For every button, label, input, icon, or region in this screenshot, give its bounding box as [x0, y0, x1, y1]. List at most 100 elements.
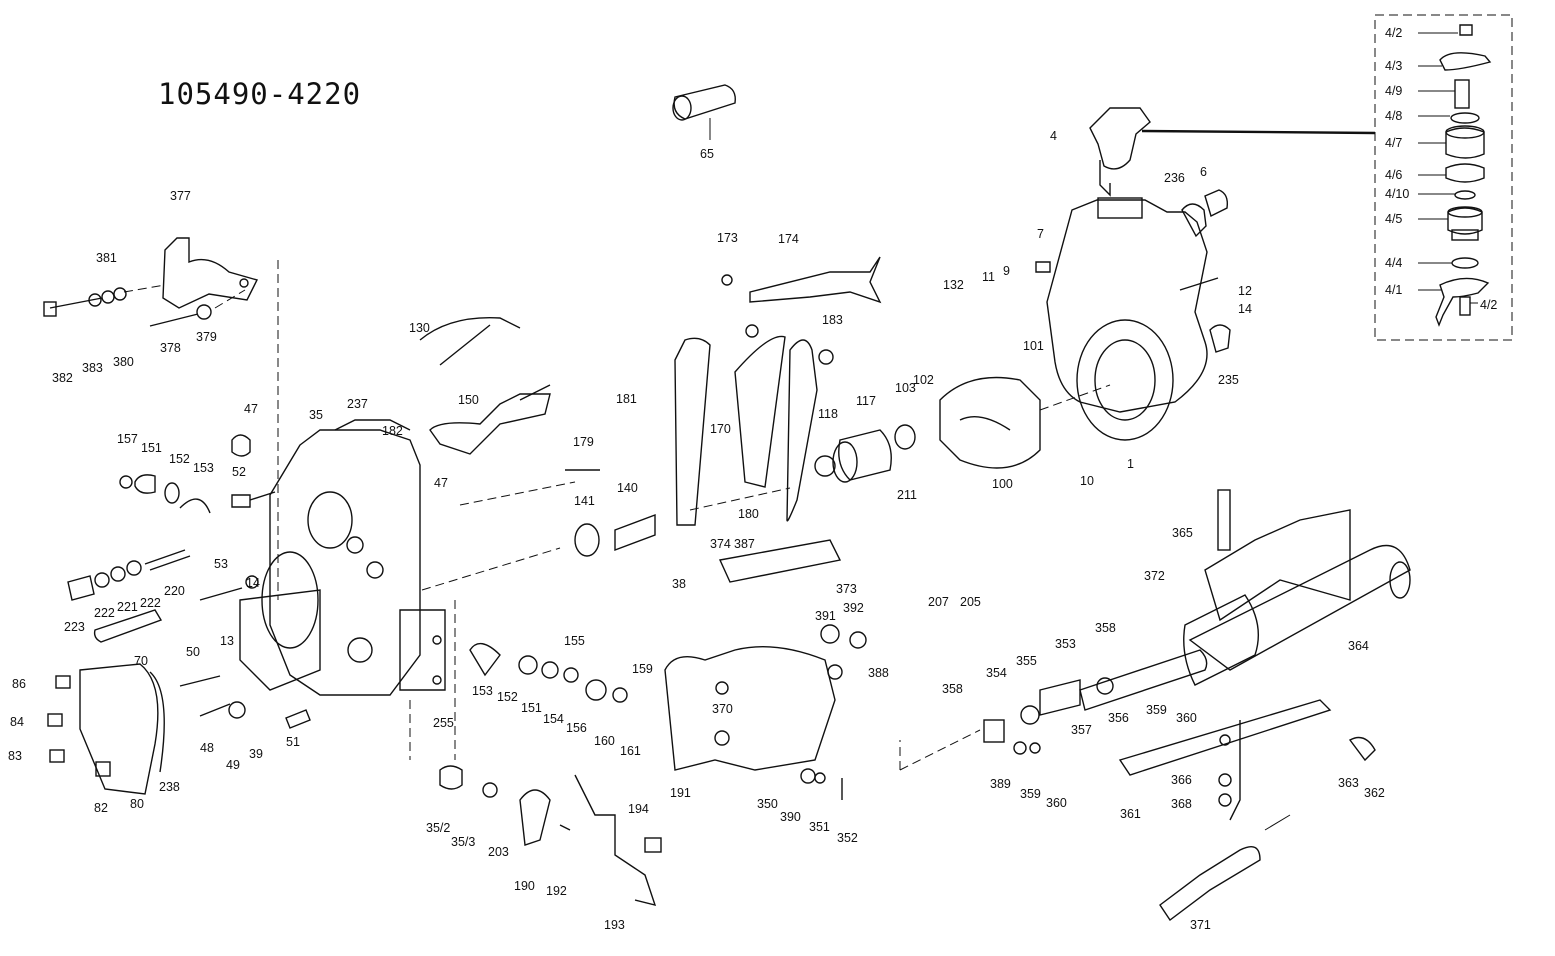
part-label-p141: 141 [574, 494, 595, 508]
part-label-p363: 363 [1338, 776, 1359, 790]
part-label-p38: 38 [672, 577, 686, 591]
part-label-p205: 205 [960, 595, 981, 609]
part-label-p359a: 359 [1146, 703, 1167, 717]
part-labels: 4/24/34/94/84/74/64/104/54/44/14/2465377… [8, 26, 1497, 932]
part-label-p51: 51 [286, 735, 300, 749]
part-label-p157: 157 [117, 432, 138, 446]
part-label-p207: 207 [928, 595, 949, 609]
part-label-p366: 366 [1171, 773, 1192, 787]
part-label-p222b: 222 [94, 606, 115, 620]
part-label-p82: 82 [94, 801, 108, 815]
part-label-p84: 84 [10, 715, 24, 729]
part-label-p380: 380 [113, 355, 134, 369]
left-small-parts [47, 434, 311, 795]
part-label-p383: 383 [82, 361, 103, 375]
part-label-p194: 194 [628, 802, 649, 816]
part-label-p4_9: 4/9 [1385, 84, 1402, 98]
part-label-p374: 374 [710, 537, 731, 551]
part-label-p65: 65 [700, 147, 714, 161]
part-label-p4_1: 4/1 [1385, 283, 1402, 297]
part-label-p53: 53 [214, 557, 228, 571]
part-label-p155: 155 [564, 634, 585, 648]
part-label-p10: 10 [1080, 474, 1094, 488]
part-label-p389: 389 [990, 777, 1011, 791]
part-label-p11: 11 [982, 270, 995, 284]
part-label-p39: 39 [249, 747, 263, 761]
part-label-p152a: 152 [169, 452, 190, 466]
part-label-p4_7: 4/7 [1385, 136, 1402, 150]
part-label-p238: 238 [159, 780, 180, 794]
part-label-p382: 382 [52, 371, 73, 385]
part-label-p371: 371 [1190, 918, 1211, 932]
part-label-p118: 118 [818, 407, 838, 421]
part-label-p361: 361 [1120, 807, 1141, 821]
part-label-p80: 80 [130, 797, 144, 811]
part-label-p160: 160 [594, 734, 615, 748]
part-label-p4_2b: 4/2 [1480, 298, 1497, 312]
part-label-p9: 9 [1003, 264, 1010, 278]
part-label-p156: 156 [566, 721, 587, 735]
part-label-p35_2: 35/2 [426, 821, 450, 835]
part-label-p370: 370 [712, 702, 733, 716]
part-label-p183: 183 [822, 313, 843, 327]
part-label-p52: 52 [232, 465, 246, 479]
part-label-p362: 362 [1364, 786, 1385, 800]
part-label-p47a: 47 [244, 402, 258, 416]
part-label-p86: 86 [12, 677, 26, 691]
part-label-p373: 373 [836, 582, 857, 596]
part-label-p365: 365 [1172, 526, 1193, 540]
part-label-p174: 174 [778, 232, 799, 246]
part-label-p191: 191 [670, 786, 691, 800]
part-label-p372: 372 [1144, 569, 1165, 583]
part-label-p180: 180 [738, 507, 759, 521]
part-label-p4_3: 4/3 [1385, 59, 1402, 73]
part-label-p192: 192 [546, 884, 567, 898]
part-label-p48: 48 [200, 741, 214, 755]
part-label-p181: 181 [616, 392, 637, 406]
part-label-p140: 140 [617, 481, 638, 495]
part-label-p236: 236 [1164, 171, 1185, 185]
part-label-p4_10: 4/10 [1385, 187, 1409, 201]
part-label-p392: 392 [843, 601, 864, 615]
part-label-p50: 50 [186, 645, 200, 659]
part-label-p100: 100 [992, 477, 1013, 491]
part-label-p378: 378 [160, 341, 181, 355]
part-label-p223: 223 [64, 620, 85, 634]
part-label-p4_5: 4/5 [1385, 212, 1402, 226]
part-label-p154: 154 [543, 712, 564, 726]
part-label-p130: 130 [409, 321, 430, 335]
part-label-p4_2a: 4/2 [1385, 26, 1402, 40]
part-label-p4: 4 [1050, 129, 1057, 143]
part-label-p364: 364 [1348, 639, 1369, 653]
pump-housing-35 [239, 260, 456, 760]
part-label-p35: 35 [309, 408, 323, 422]
part-label-p381: 381 [96, 251, 117, 265]
part-label-p49: 49 [226, 758, 240, 772]
part-label-p377: 377 [170, 189, 191, 203]
part-label-p170: 170 [710, 422, 731, 436]
part-label-p1: 1 [1127, 457, 1134, 471]
lower-center-parts [439, 539, 867, 906]
part-label-p350: 350 [757, 797, 778, 811]
part-label-p391: 391 [815, 609, 836, 623]
part-label-p357: 357 [1071, 723, 1092, 737]
part-label-p351: 351 [809, 820, 830, 834]
part-label-p358b: 358 [942, 682, 963, 696]
part-label-p83: 83 [8, 749, 22, 763]
part-label-p354: 354 [986, 666, 1007, 680]
part-label-p35_3: 35/3 [451, 835, 475, 849]
part-label-p388: 388 [868, 666, 889, 680]
part-label-p203: 203 [488, 845, 509, 859]
part-label-p153a: 153 [193, 461, 214, 475]
part-label-p220: 220 [164, 584, 185, 598]
part-label-p103: 103 [895, 381, 916, 395]
part-label-p12: 12 [1238, 284, 1252, 298]
part-label-p14a: 14 [1238, 302, 1252, 316]
part-label-p355: 355 [1016, 654, 1037, 668]
part-label-p151b: 151 [521, 701, 542, 715]
part-label-p151a: 151 [141, 441, 162, 455]
part-label-p190: 190 [514, 879, 535, 893]
diagram-title: 105490-4220 [158, 77, 361, 111]
bracket-377 [43, 237, 259, 327]
part-label-p221: 221 [117, 600, 138, 614]
